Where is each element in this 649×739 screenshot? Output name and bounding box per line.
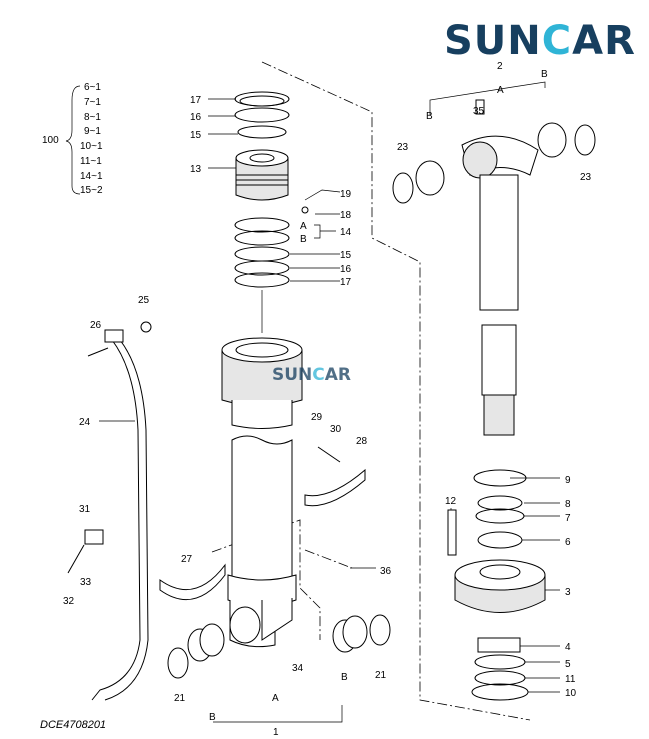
callout: 34 [292,663,304,674]
callout: A [272,693,279,704]
callout: 11 [565,674,576,685]
set-screw [301,206,309,214]
kit-number: 100 [42,135,59,146]
callout: A [300,221,307,232]
suncar-logo: SUNCAR [444,18,636,64]
callout: 31 [79,504,91,515]
bolt [317,446,341,463]
bracket-line [314,224,336,239]
callout: 15 [340,250,352,261]
pipe [104,339,149,701]
callout: 13 [190,164,202,175]
pipe-clamp [84,529,104,545]
gland-seals [447,469,546,701]
piston [235,149,289,201]
callout: A [497,85,504,96]
clamp [159,563,226,601]
callout: 25 [138,295,150,306]
kit-item: 14~1 [80,171,103,182]
callout: B [541,69,548,80]
callout: B [209,712,216,723]
callout: 9 [565,475,571,486]
drawing-code: DCE4708201 [40,719,107,731]
callout: B [300,234,307,245]
callout: 30 [330,424,342,435]
bracket-line [429,81,546,115]
kit-brace [65,85,81,195]
callout: 32 [63,596,75,607]
assembly-line [261,61,531,721]
callout: 27 [181,554,193,565]
callout: 19 [340,189,352,200]
callout: 1 [273,727,279,738]
callout: 17 [340,277,352,288]
pipe-clamp [104,329,124,343]
kit-item: 8~1 [84,112,101,123]
bolt [87,347,109,357]
callout: 28 [356,436,368,447]
kit-item: 6~1 [84,82,101,93]
callout: 21 [174,693,186,704]
bracket-line [213,705,343,723]
callout: 3 [565,587,571,598]
callout: 16 [340,264,352,275]
callout: 6 [565,537,571,548]
callout: 18 [340,210,352,221]
callout: 33 [80,577,92,588]
suncar-watermark: SUNCAR [272,365,352,385]
callout: 36 [380,566,392,577]
callout: 15 [190,130,202,141]
callout: B [426,111,433,122]
callout: 35 [473,106,485,117]
callout: 23 [397,142,409,153]
kit-item: 9~1 [84,126,101,137]
kit-item: 7~1 [84,97,101,108]
callout: 4 [565,642,571,653]
o-ring [140,321,152,333]
clamp [304,468,366,507]
callout: 29 [311,412,323,423]
callout: 10 [565,688,577,699]
callout: 2 [497,61,503,72]
assembly-line [304,549,353,569]
seal-rings-lower [234,217,290,288]
cylinder-tube [221,337,303,648]
callout: 14 [340,227,352,238]
bushing-right [332,614,391,653]
callout: 26 [90,320,102,331]
callout: 12 [445,496,457,507]
callout: 5 [565,659,571,670]
callout: 17 [190,95,202,106]
piston-rod [392,99,596,436]
callouts: 17 16 15 13 19 18 A B 14 15 16 17 25 26 … [63,61,592,738]
callout: 24 [79,417,91,428]
bushing-left [167,623,225,679]
callout: B [341,672,348,683]
callout: 23 [580,172,592,183]
callout: 7 [565,513,571,524]
callout: 16 [190,112,202,123]
kit-item: 10~1 [80,141,103,152]
seal-rings-upper [234,91,290,139]
callout: 8 [565,499,571,510]
kit-item: 15~2 [80,185,103,196]
pipe [91,339,141,701]
bolt [67,544,85,574]
kit-item: 11~1 [80,156,102,167]
callout: 21 [375,670,387,681]
leader-lines [99,98,560,693]
